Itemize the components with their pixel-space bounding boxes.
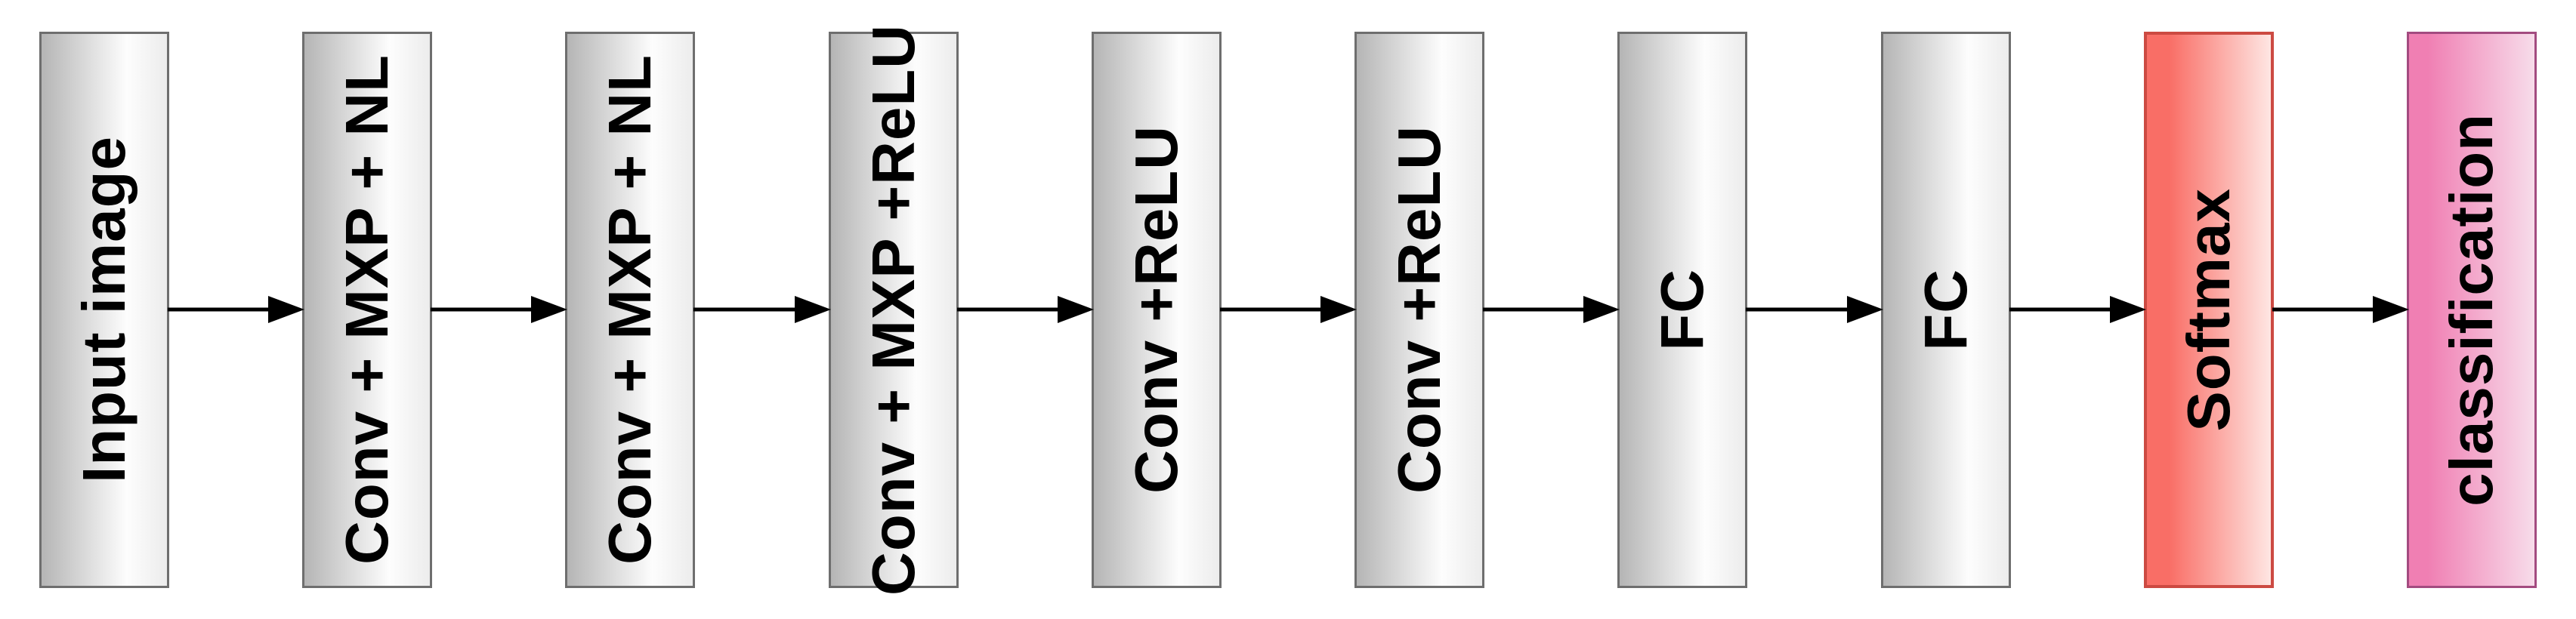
node-label: FC [1648, 268, 1716, 351]
arrow-head-icon [1057, 296, 1094, 323]
arrow-shaft [168, 307, 277, 312]
node-label: Softmax [2174, 187, 2242, 432]
node-6-fc: FC [1617, 31, 1748, 588]
flow-arrow-icon [168, 293, 305, 326]
arrow-head-icon [2109, 296, 2146, 323]
arrow-shaft [431, 307, 540, 312]
flow-arrow-icon [431, 293, 568, 326]
node-label: Input image [70, 136, 137, 483]
node-label: Conv + MXP +ReLU [859, 23, 927, 596]
node-label: Conv + MXP + NL [333, 54, 401, 565]
flow-arrow-icon [1746, 293, 1883, 326]
arrow-head-icon [2372, 296, 2409, 323]
arrow-shaft [1219, 307, 1330, 312]
node-4-conv-relu: Conv +ReLU [1091, 31, 1222, 588]
node-label: classification [2437, 112, 2505, 507]
flow-arrow-icon [956, 293, 1094, 326]
arrow-shaft [2272, 307, 2381, 312]
arrow-shaft [693, 307, 803, 312]
arrow-head-icon [1846, 296, 1883, 323]
arrow-shaft [1746, 307, 1855, 312]
arrow-shaft [2009, 307, 2118, 312]
node-2-conv-mxp-nl: Conv + MXP + NL [565, 31, 696, 588]
arrow-head-icon [1320, 296, 1357, 323]
node-1-conv-mxp-nl: Conv + MXP + NL [302, 31, 433, 588]
node-3-conv-mxp-relu: Conv + MXP +ReLU [828, 24, 959, 595]
node-label: Conv +ReLU [1122, 125, 1190, 494]
node-8-softmax: Softmax [2143, 31, 2274, 588]
node-label: Conv +ReLU [1385, 125, 1453, 494]
node-9-classification: classification [2406, 31, 2537, 588]
arrow-shaft [956, 307, 1066, 312]
arrow-head-icon [531, 296, 568, 323]
node-5-conv-relu: Conv +ReLU [1354, 31, 1485, 588]
arrow-head-icon [1583, 296, 1620, 323]
flow-arrow-icon [1219, 293, 1357, 326]
flow-arrow-icon [693, 293, 831, 326]
flow-arrow-icon [2272, 293, 2409, 326]
flow-arrow-icon [1483, 293, 1620, 326]
node-label: Conv + MXP + NL [596, 54, 664, 565]
arrow-head-icon [268, 296, 305, 323]
node-0-input-image: Input image [39, 31, 169, 588]
node-label: FC [1911, 268, 1979, 351]
arrow-shaft [1483, 307, 1592, 312]
arrow-head-icon [794, 296, 831, 323]
node-7-fc: FC [1880, 31, 2011, 588]
flow-arrow-icon [2009, 293, 2146, 326]
